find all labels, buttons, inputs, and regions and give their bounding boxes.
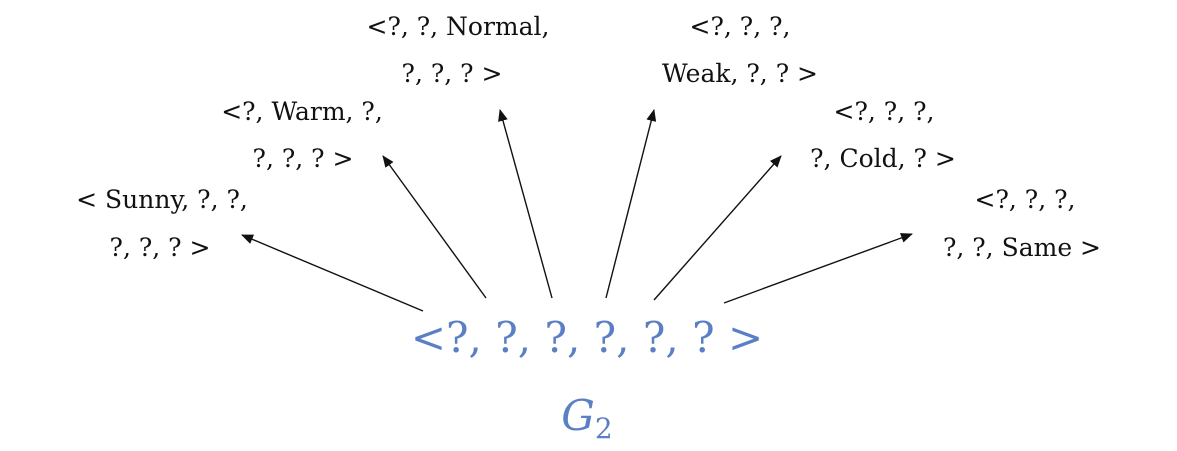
arrow-to-same [723,233,913,304]
arrow-to-sunny [241,234,424,312]
hypothesis-weak: <?, ?, ?, Weak, ?, ? > [662,12,818,88]
hypothesis-normal: <?, ?, Normal, ?, ?, ? > [367,12,550,88]
hypotheses: < Sunny, ?, ?, ?, ?, ? > <?, Warm, ?, ?,… [76,12,1101,262]
boundary-label: G2 [561,391,612,445]
hypothesis-cold: <?, ?, ?, ?, Cold, ? > [810,97,956,173]
edges [241,109,913,312]
root-hypothesis: <?, ?, ?, ?, ?, ? > [411,313,763,362]
hypothesis-sunny-line2: ?, ?, ? > [110,233,211,262]
hypothesis-cold-line1: <?, ?, ?, [834,97,935,126]
arrow-to-weak [605,109,657,299]
arrow-to-warm [382,155,487,299]
hypothesis-weak-line2: Weak, ?, ? > [662,59,818,88]
hypothesis-warm: <?, Warm, ?, ?, ?, ? > [221,97,383,173]
hypothesis-sunny: < Sunny, ?, ?, ?, ?, ? > [76,185,248,262]
arrow-to-normal [498,109,553,299]
hypothesis-cold-line2: ?, Cold, ? > [810,144,956,173]
hypothesis-sunny-line1: < Sunny, ?, ?, [76,185,248,214]
boundary-label-main: G [561,391,595,440]
hypothesis-same: <?, ?, ?, ?, ?, Same > [943,185,1101,262]
hypothesis-normal-line2: ?, ?, ? > [402,59,503,88]
arrow-to-cold [653,155,782,301]
hypothesis-warm-line1: <?, Warm, ?, [221,97,383,126]
hypothesis-weak-line1: <?, ?, ?, [690,12,791,41]
boundary-label-subscript: 2 [595,412,613,445]
hypothesis-warm-line2: ?, ?, ? > [253,144,354,173]
hypothesis-same-line1: <?, ?, ?, [975,185,1076,214]
hypothesis-same-line2: ?, ?, Same > [943,233,1101,262]
hypothesis-normal-line1: <?, ?, Normal, [367,12,550,41]
